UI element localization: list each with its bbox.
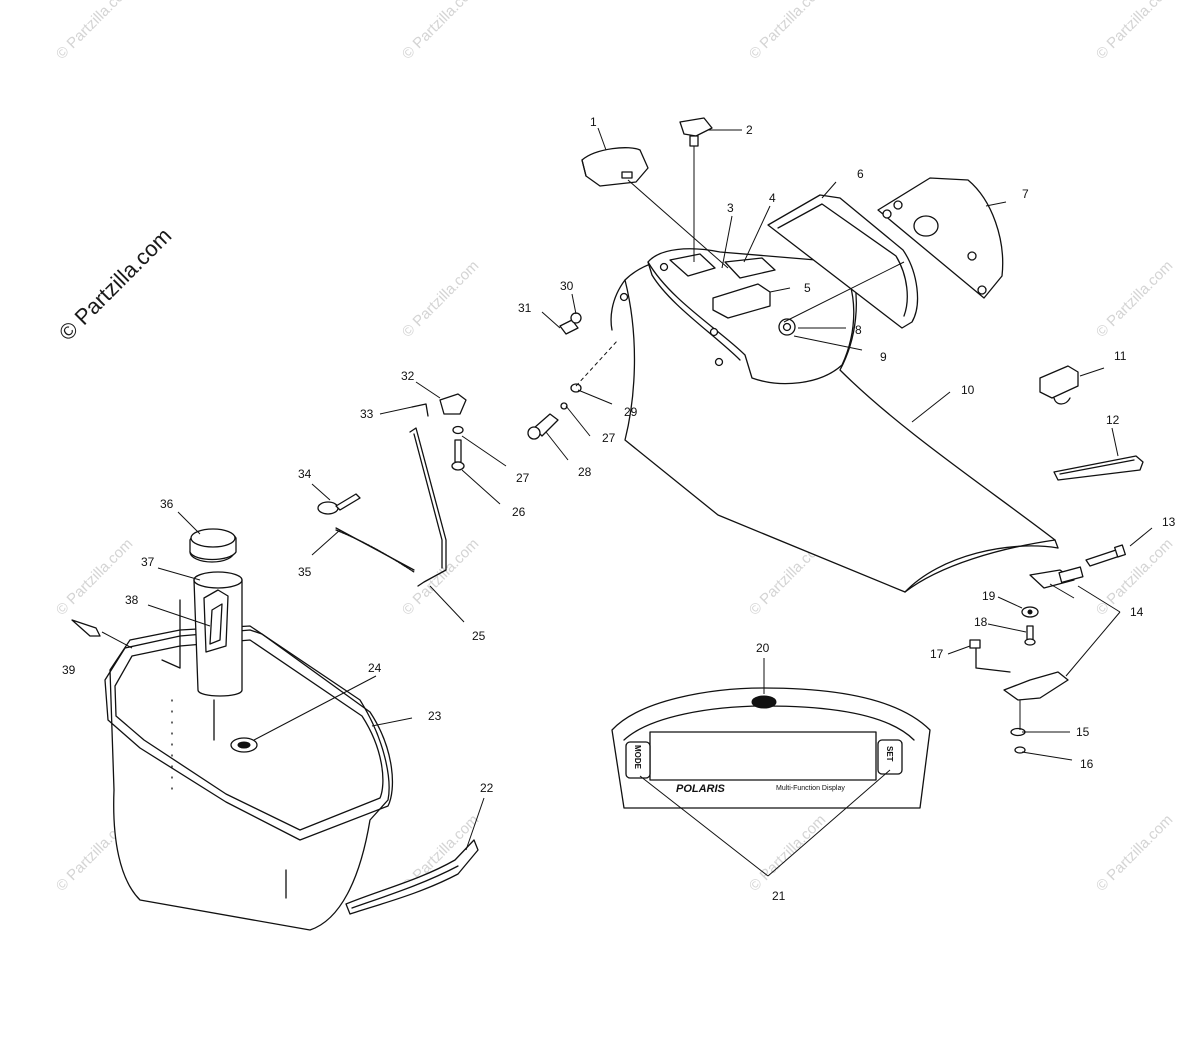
callout-10: 10 [961, 383, 975, 397]
multi-function-display: MODE SET POLARIS Multi-Function Display [611, 687, 931, 809]
strap-part-12 [1053, 455, 1144, 481]
display-caption: Multi-Function Display [776, 785, 845, 792]
callout-31: 31 [518, 301, 532, 315]
callout-33: 33 [360, 407, 374, 421]
indicator-lamp [751, 695, 777, 709]
callout-11: 11 [1114, 349, 1127, 363]
callout-labels: 1 2 3 4 5 6 7 8 9 10 11 12 13 14 15 16 1… [62, 115, 1176, 903]
callout-27b: 27 [602, 431, 616, 445]
cap-part-2 [679, 117, 713, 147]
callout-36: 36 [160, 497, 174, 511]
watermark: © Partzilla.com [1093, 257, 1176, 340]
callout-7: 7 [1022, 187, 1029, 201]
callout-5: 5 [804, 281, 811, 295]
set-button [877, 739, 903, 775]
callout-18: 18 [974, 615, 988, 629]
lens-frame-part-6 [767, 194, 919, 329]
callout-30: 30 [560, 279, 574, 293]
bracket-part-32 [411, 393, 467, 417]
callout-29: 29 [624, 405, 638, 419]
watermark-large: © Partzilla.com [54, 223, 177, 346]
callout-23: 23 [428, 709, 442, 723]
callout-27: 27 [516, 471, 530, 485]
switch-part-1 [581, 147, 649, 187]
bracket-part-14 [1003, 566, 1084, 701]
watermark: © Partzilla.com [746, 811, 829, 894]
set-button-label: SET [885, 746, 894, 762]
callout-14: 14 [1130, 605, 1144, 619]
watermark: © Partzilla.com [399, 535, 482, 618]
watermark: © Partzilla.com [399, 257, 482, 340]
callout-24: 24 [368, 661, 382, 675]
spring-part-35 [335, 527, 415, 573]
callout-21: 21 [772, 889, 786, 903]
callout-26: 26 [512, 505, 526, 519]
callout-25: 25 [472, 629, 486, 643]
callout-22: 22 [480, 781, 494, 795]
callout-2: 2 [746, 123, 753, 137]
callout-35: 35 [298, 565, 312, 579]
callout-13: 13 [1162, 515, 1176, 529]
leader-lines [101, 127, 1153, 877]
callout-6: 6 [857, 167, 864, 181]
callout-28: 28 [578, 465, 592, 479]
callout-1: 1 [590, 115, 597, 129]
fuel-tank [71, 528, 394, 931]
callout-20: 20 [756, 641, 770, 655]
callout-38: 38 [125, 593, 139, 607]
callout-9: 9 [880, 350, 887, 364]
callout-34: 34 [298, 467, 312, 481]
callout-32: 32 [401, 369, 415, 383]
watermark: © Partzilla.com [1093, 0, 1176, 63]
screw-part-13 [1085, 544, 1126, 567]
fasteners-center [451, 312, 582, 471]
housing-part-7 [877, 177, 1004, 299]
mode-button-label: MODE [633, 745, 642, 770]
watermark: © Partzilla.com [1093, 811, 1176, 894]
hood-cover [610, 248, 1059, 593]
watermark: © Partzilla.com [746, 0, 829, 63]
hardware-small [969, 606, 1039, 754]
watermark: © Partzilla.com [399, 0, 482, 63]
strap-part-22 [345, 839, 479, 915]
callout-12: 12 [1106, 413, 1120, 427]
callout-37: 37 [141, 555, 155, 569]
callout-15: 15 [1076, 725, 1090, 739]
clip-part-11 [1039, 365, 1079, 405]
callout-39: 39 [62, 663, 76, 677]
rod-part-25 [409, 427, 447, 587]
mode-button [625, 741, 651, 779]
watermark: © Partzilla.com [53, 535, 136, 618]
callout-17: 17 [930, 647, 944, 661]
callout-3: 3 [727, 201, 734, 215]
watermark: © Partzilla.com [53, 0, 136, 63]
eye-bolt-part-34 [317, 493, 361, 515]
callout-8: 8 [855, 323, 862, 337]
display-brand: POLARIS [676, 783, 726, 795]
callout-19: 19 [982, 589, 996, 603]
callout-4: 4 [769, 191, 776, 205]
callout-16: 16 [1080, 757, 1094, 771]
